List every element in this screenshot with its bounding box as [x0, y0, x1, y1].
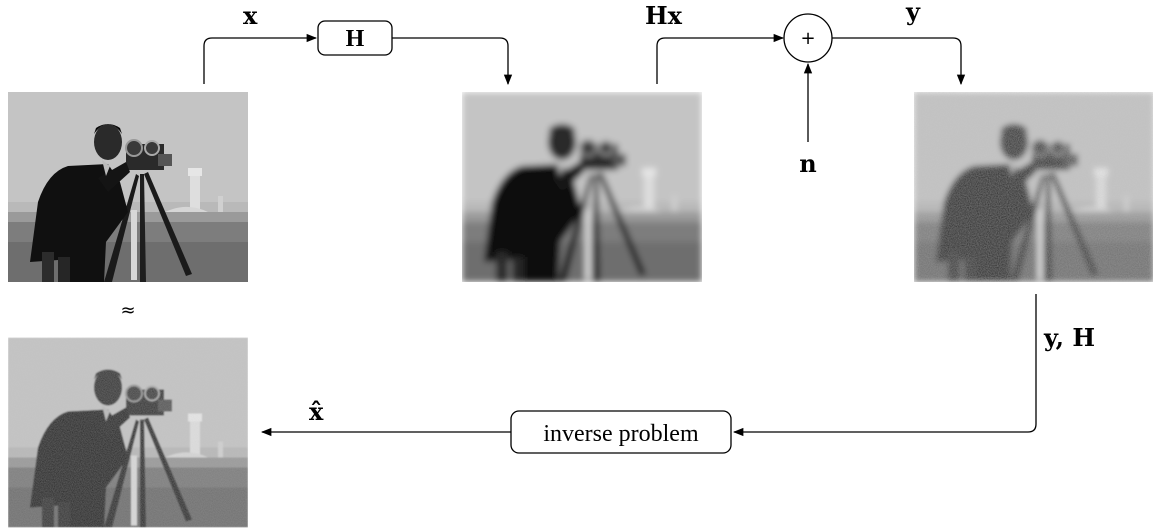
arrow-Hx-to-sum [656, 33, 785, 84]
arrow-sum-to-noisy [832, 37, 966, 86]
label-Hx: Hx [645, 1, 683, 30]
arrow-yH-to-inverse [732, 294, 1037, 437]
label-x: x [243, 1, 258, 30]
label-n: n [799, 149, 816, 178]
approx-symbol: ≈ [120, 300, 135, 321]
label-yH: y, H [1043, 323, 1095, 352]
sum-plus-icon: + [800, 28, 815, 49]
inverse-problem-label: inverse problem [543, 421, 699, 447]
arrow-x-to-H [203, 33, 318, 84]
blurred-image [462, 92, 702, 282]
label-y: y [905, 0, 921, 26]
label-xhat: x̂ [309, 397, 324, 426]
reconstructed-image [8, 336, 248, 529]
noisy-image [914, 92, 1153, 282]
original-image [8, 92, 248, 282]
operator-H-label: H [346, 26, 365, 52]
arrow-H-to-blurred [392, 37, 513, 86]
